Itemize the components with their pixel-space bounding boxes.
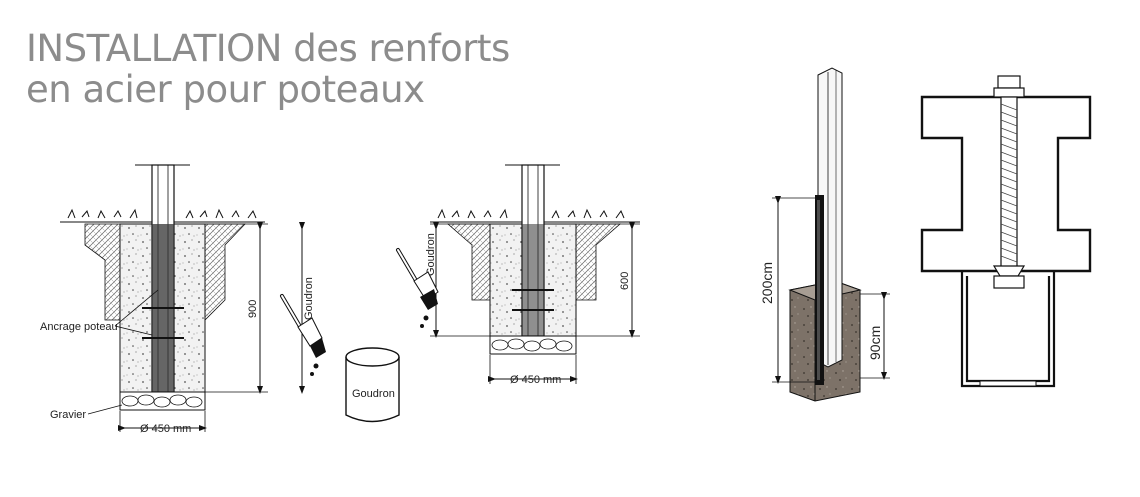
- gravel-layer-2: [489, 335, 577, 355]
- diagram-4-bolt-section: [920, 75, 1092, 388]
- title-line-2: en acier pour poteaux: [26, 68, 425, 111]
- diagram-2-post-600: 600 Goudron Ø 450 mm: [396, 164, 640, 386]
- tar-bucket: Goudron: [345, 347, 400, 423]
- tar-brush-1: [280, 294, 326, 376]
- tar-brush-2: [396, 248, 439, 328]
- title-line-1: INSTALLATION des renforts: [26, 27, 510, 70]
- diagram-3-steel-post: 200cm 90cm: [759, 67, 890, 402]
- diameter-label-2: Ø 450 mm: [510, 374, 561, 386]
- page-title: INSTALLATION des renforts en acier pour …: [26, 28, 510, 110]
- tar-label-2: Goudron: [425, 233, 437, 276]
- anchor-label: Ancrage poteau: [40, 321, 118, 333]
- tar-label-1: Goudron: [303, 277, 315, 320]
- reinforcement-bar: [815, 195, 824, 385]
- diagram-1-post-900: 900 Goudron Ø 450 mm Ancrage poteau Grav…: [40, 164, 326, 435]
- soil-hatch-1: [84, 223, 121, 321]
- depth-label-2: 600: [619, 272, 631, 290]
- depth-label-1: 900: [247, 300, 259, 318]
- gravel-layer-1: [119, 391, 206, 411]
- gravel-label: Gravier: [50, 409, 86, 421]
- bucket-label: Goudron: [352, 388, 395, 400]
- height-total-label: 200cm: [759, 262, 775, 304]
- bolt: [992, 75, 1026, 289]
- height-buried-label: 90cm: [867, 326, 883, 360]
- diameter-label-1: Ø 450 mm: [140, 423, 191, 435]
